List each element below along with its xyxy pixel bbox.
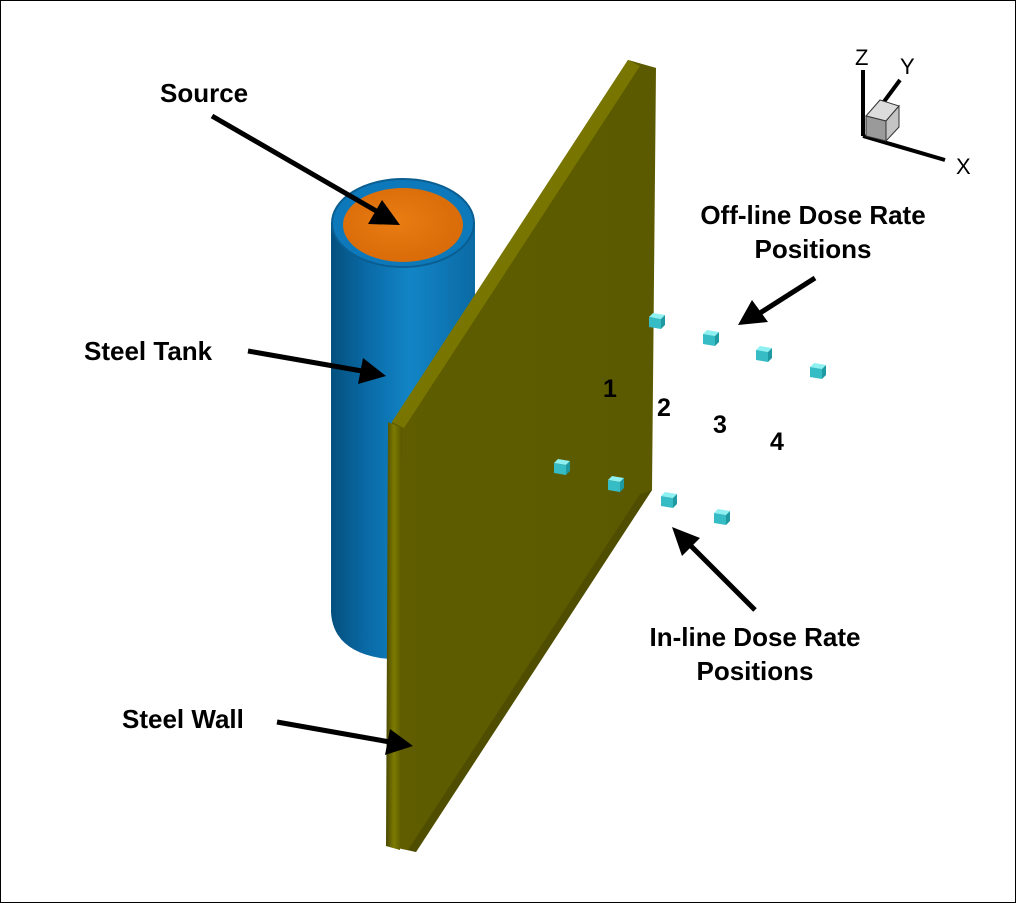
x-axis-line (862, 134, 946, 162)
tank-body (331, 222, 475, 660)
cube-front (865, 115, 887, 142)
steel-tank (331, 178, 475, 660)
label-inline-line2: Positions (696, 656, 814, 686)
label-offline-line2: Positions (754, 234, 872, 264)
arrow-steel-wall (276, 719, 413, 755)
inline-detector-4 (714, 509, 730, 525)
axis-label-z: Z (855, 45, 868, 70)
inline-detector-3 (661, 492, 677, 508)
position-number-4: 4 (770, 428, 784, 456)
offline-detector-2 (703, 330, 719, 346)
wall-face (388, 60, 656, 852)
label-offline-dose-rate: Off-line Dose Rate Positions (680, 198, 946, 266)
axis-label-y: Y (900, 54, 915, 79)
inline-detector-1 (554, 459, 570, 475)
label-inline-dose-rate: In-line Dose Rate Positions (626, 620, 884, 688)
label-steel-wall: Steel Wall (122, 704, 244, 734)
label-steel-tank: Steel Tank (84, 336, 213, 366)
detector-positions (554, 313, 826, 525)
inline-detector-2 (608, 476, 624, 492)
position-number-3: 3 (713, 411, 727, 439)
label-source: Source (160, 78, 249, 108)
position-number-1: 1 (603, 375, 617, 403)
arrow-inline (672, 527, 757, 612)
wall-edge-left (386, 422, 402, 850)
cube-side (885, 104, 900, 143)
offline-detector-1 (649, 313, 665, 329)
annotation-arrows (210, 113, 817, 755)
arrow-steel-tank (247, 348, 386, 384)
source-surface (343, 188, 463, 262)
arrow-source (210, 113, 400, 225)
wall-edge-right-bottom (408, 490, 652, 852)
y-axis-line (881, 78, 902, 105)
label-inline-line1: In-line Dose Rate (649, 622, 861, 652)
wall-edge-slant (392, 60, 640, 428)
axis-label-x: X (956, 154, 971, 179)
offline-detector-3 (756, 346, 772, 362)
offline-detector-4 (810, 363, 826, 379)
axis-triad: Z Y X (855, 45, 971, 179)
arrow-offline (738, 275, 817, 325)
position-number-2: 2 (657, 394, 671, 422)
steel-wall (386, 60, 656, 852)
label-offline-line1: Off-line Dose Rate (700, 200, 926, 230)
